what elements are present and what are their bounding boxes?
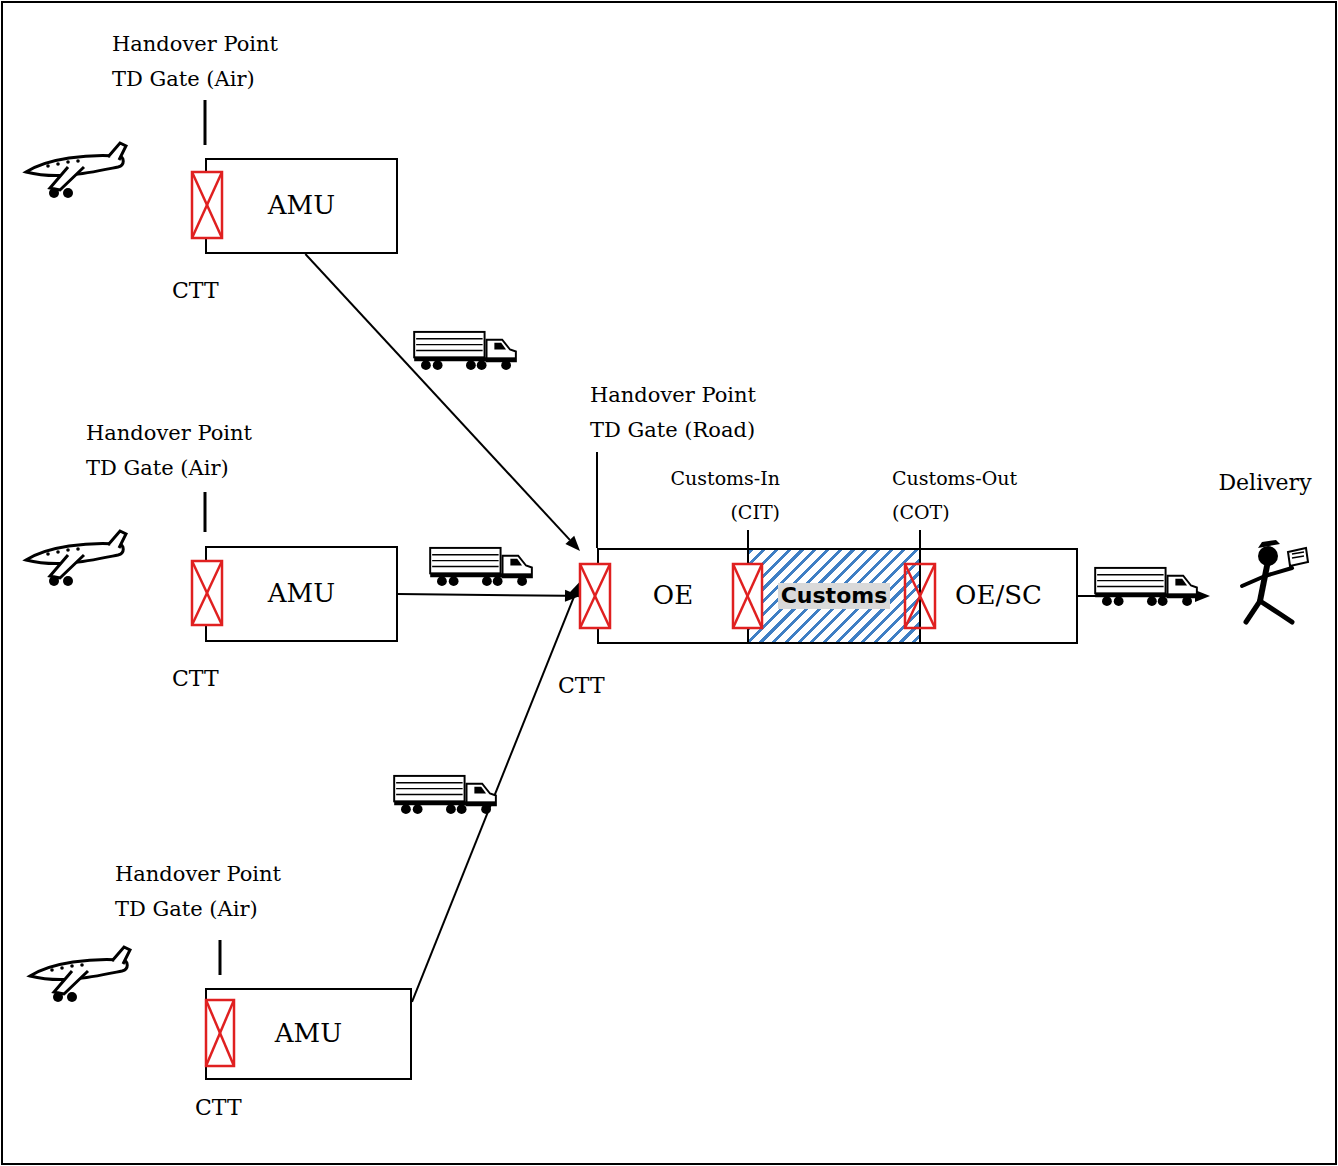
airplane-icon: [30, 947, 130, 1002]
flow-arrow: [1078, 590, 1210, 602]
process-box: AMU: [205, 158, 398, 254]
handover-tick: [204, 492, 207, 532]
truck-icon: [430, 548, 532, 586]
box-label: AMU: [268, 578, 335, 609]
box-label: OE: [653, 580, 693, 611]
handover-tick: [219, 940, 222, 975]
truck-icon: [1095, 568, 1197, 606]
arrow-head: [565, 590, 580, 602]
handover-tick: [204, 100, 207, 145]
checkpoint-marker: [192, 172, 222, 238]
checkpoint-marker: [580, 564, 610, 628]
customs-tick: [747, 530, 749, 548]
delivery-person: [1210, 506, 1320, 626]
checkpoint-marker: [733, 564, 762, 628]
annotation-label: Handover Point TD Gate (Air): [86, 416, 276, 486]
box-label: AMU: [275, 1018, 342, 1049]
arrow-head: [565, 536, 580, 551]
arrow-line: [305, 254, 569, 540]
flow-arrow: [398, 590, 580, 602]
process-box: AMU: [205, 988, 412, 1080]
annotation-label: CTT: [558, 672, 605, 700]
truck-icon: [414, 332, 516, 370]
annotation-label: Handover Point TD Gate (Air): [115, 857, 305, 927]
box-label: AMU: [268, 190, 335, 221]
arrow-line: [398, 594, 565, 596]
annotation-label: Customs-In (CIT): [650, 461, 780, 529]
checkpoint-marker: [905, 564, 935, 628]
annotation-label: CTT: [172, 665, 219, 693]
arrow-head: [569, 582, 580, 598]
arrow-head: [1195, 590, 1210, 602]
arrow-line: [1078, 595, 1195, 597]
checkpoint-marker: [192, 561, 222, 625]
annotation-label: CTT: [195, 1094, 242, 1122]
box-label: OE/SC: [955, 580, 1042, 611]
process-box: AMU: [205, 546, 398, 642]
process-box: OE: [597, 548, 749, 644]
customs-label: Customs: [778, 583, 891, 609]
flow-arrow: [305, 254, 580, 551]
annotation-label: Handover Point TD Gate (Air): [112, 27, 302, 97]
airplane-icon: [26, 531, 126, 586]
annotation-label: CTT: [172, 277, 219, 305]
delivery-node: Delivery: [1210, 468, 1320, 628]
truck-icon: [394, 776, 496, 814]
airplane-icon: [26, 143, 126, 198]
customs-zone: Customs: [747, 548, 921, 644]
annotation-label: Handover Point TD Gate (Road): [590, 378, 780, 448]
handover-tick: [596, 452, 598, 548]
delivery-label: Delivery: [1218, 470, 1311, 496]
annotation-label: Customs-Out (COT): [892, 461, 1027, 529]
process-box: OE/SC: [919, 548, 1078, 644]
checkpoint-marker: [206, 1000, 234, 1066]
arrow-line: [412, 596, 574, 1002]
flow-arrow: [412, 582, 580, 1002]
customs-tick: [919, 530, 921, 548]
